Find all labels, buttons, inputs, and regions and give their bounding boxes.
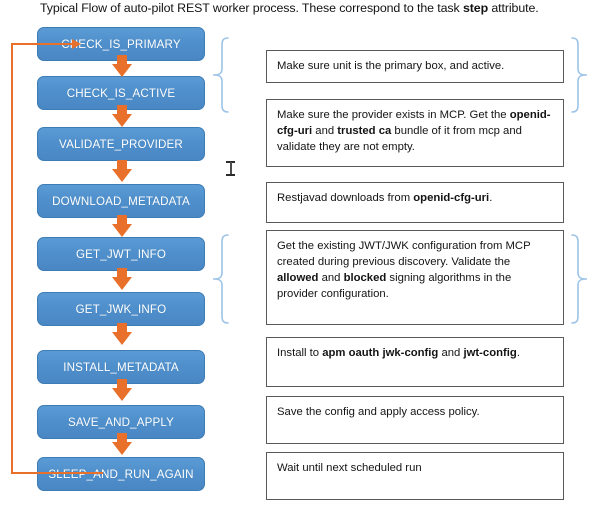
note-text: signing algorithms in the provider confi… — [277, 272, 512, 300]
flow-step-download-metadata[interactable]: DOWNLOAD_METADATA — [37, 184, 205, 218]
note-install-metadata: Install to apm oauth jwk-config and jwt-… — [266, 337, 564, 387]
loop-arrowhead-icon — [72, 39, 81, 49]
note-text: . — [516, 347, 520, 359]
note-jwt-jwk-info: Get the existing JWT/JWK configuration f… — [266, 230, 564, 325]
note-emphasis: openid-cfg-uri — [413, 192, 490, 204]
note-emphasis: trusted ca — [337, 125, 392, 137]
title-text-before: Typical Flow of auto-pilot REST worker p… — [40, 1, 463, 15]
arrow-down-icon-1 — [112, 55, 132, 77]
page-title: Typical Flow of auto-pilot REST worker p… — [40, 0, 585, 16]
note-emphasis: allowed — [277, 272, 319, 284]
note-text: Get the existing JWT/JWK configuration f… — [277, 240, 531, 268]
flow-step-validate-provider[interactable]: VALIDATE_PROVIDER — [37, 127, 205, 161]
flow-step-get-jwk-info[interactable]: GET_JWK_INFO — [37, 292, 205, 326]
note-emphasis: blocked — [343, 272, 387, 284]
arrow-down-icon-2 — [112, 105, 132, 127]
arrow-down-icon-5 — [112, 268, 132, 290]
loop-segment-bottom — [11, 472, 103, 474]
flow-step-install-metadata[interactable]: INSTALL_METADATA — [37, 350, 205, 384]
note-text: and — [438, 347, 464, 359]
note-text: bundle of it from mcp and validate they … — [277, 125, 522, 153]
note-emphasis: apm oauth jwk-config — [322, 347, 439, 359]
note-sleep-and-run-again: Wait until next scheduled run — [266, 452, 564, 500]
note-text: . — [489, 192, 493, 204]
note-text: Wait until next scheduled run — [277, 462, 422, 474]
loop-segment-left — [11, 43, 13, 474]
note-validate-provider: Make sure the provider exists in MCP. Ge… — [266, 99, 564, 167]
note-text: Install to — [277, 347, 323, 359]
note-emphasis: jwt-config — [463, 347, 517, 359]
note-text: Make sure the provider exists in MCP. Ge… — [277, 109, 510, 121]
note-check-primary-active: Make sure unit is the primary box, and a… — [266, 50, 564, 83]
note-download-metadata: Restjavad downloads from openid-cfg-uri. — [266, 182, 564, 223]
note-text: and — [312, 125, 338, 137]
brace-right-primary-active — [569, 36, 587, 114]
title-emphasis: step — [462, 1, 489, 15]
brace-left-jwt-jwk — [213, 233, 231, 325]
loop-segment-top — [11, 43, 73, 45]
note-save-and-apply: Save the config and apply access policy. — [266, 396, 564, 444]
title-text-after: attribute. — [488, 1, 539, 15]
note-emphasis: openid-cfg-uri — [277, 109, 551, 137]
note-text: Restjavad downloads from — [277, 192, 414, 204]
arrow-down-icon-6 — [112, 323, 132, 345]
note-text: Save the config and apply access policy. — [277, 406, 480, 418]
text-cursor-ibeam-icon — [226, 160, 235, 177]
flow-step-get-jwt-info[interactable]: GET_JWT_INFO — [37, 237, 205, 271]
brace-left-primary-active — [213, 36, 231, 114]
note-text: and — [318, 272, 344, 284]
arrow-down-icon-7 — [112, 379, 132, 401]
note-text: Make sure unit is the primary box, and a… — [277, 60, 505, 72]
arrow-down-icon-4 — [112, 215, 132, 237]
flow-step-sleep-and-run-again[interactable]: SLEEP_AND_RUN_AGAIN — [37, 457, 205, 491]
brace-right-jwt-jwk — [569, 233, 587, 325]
arrow-down-icon-8 — [112, 433, 132, 455]
arrow-down-icon-3 — [112, 160, 132, 182]
